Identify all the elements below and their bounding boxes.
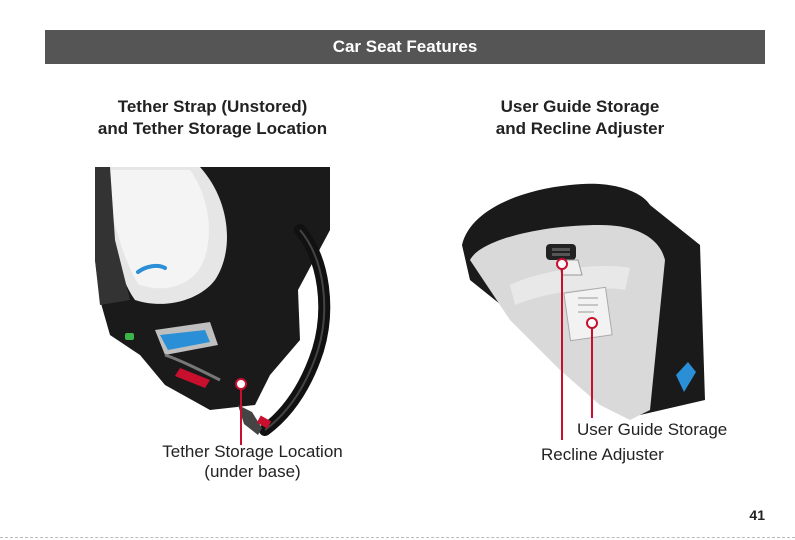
tether-storage-label-line1: Tether Storage Location: [130, 442, 375, 462]
recline-adjuster-label: Recline Adjuster: [541, 445, 664, 465]
tether-storage-label: Tether Storage Location (under base): [130, 442, 375, 482]
user-guide-marker: [587, 318, 597, 328]
tether-storage-label-line2: (under base): [130, 462, 375, 482]
user-guide-storage-icon: [564, 287, 612, 340]
recline-marker: [557, 259, 567, 269]
bottom-rule: [0, 537, 795, 538]
page-number: 41: [749, 507, 765, 523]
user-guide-storage-label: User Guide Storage: [577, 420, 727, 440]
recline-handle-icon: [546, 244, 576, 260]
